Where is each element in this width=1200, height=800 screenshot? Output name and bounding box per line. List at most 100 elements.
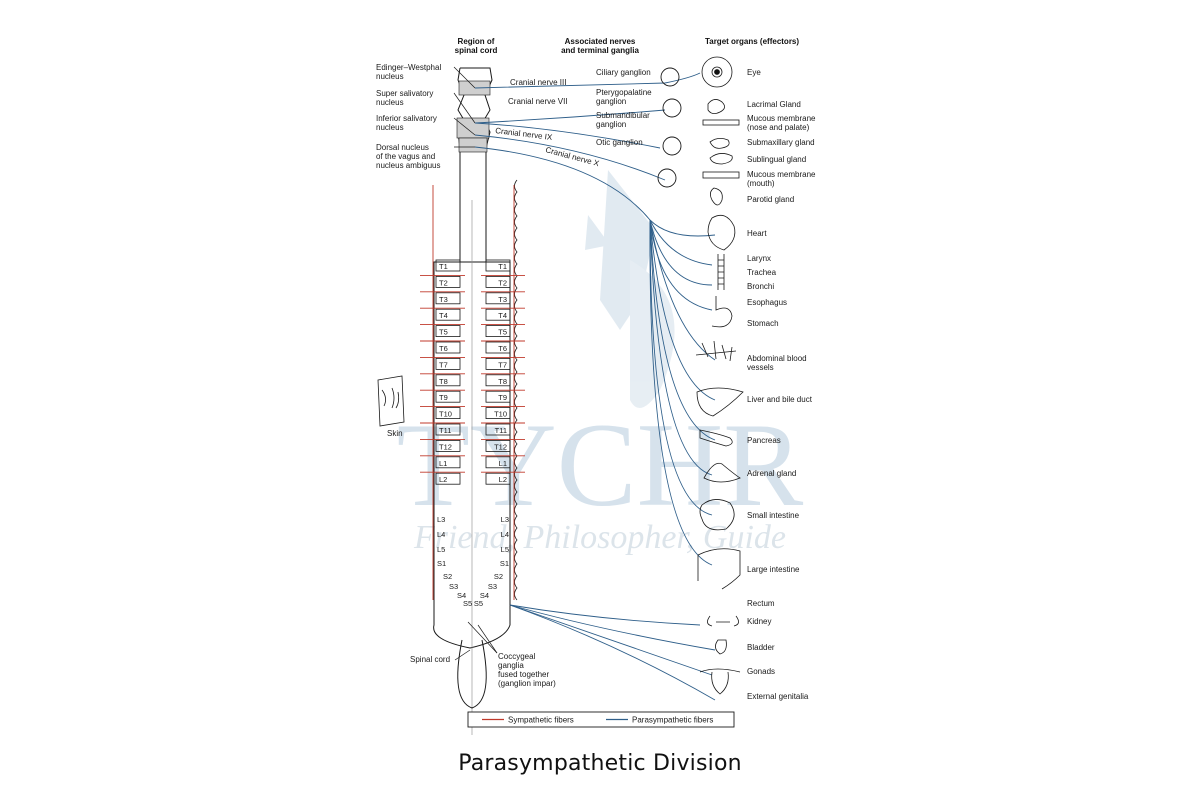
segment-label-left: L5 (437, 545, 445, 554)
legend-parasympathetic-label: Parasympathetic fibers (632, 716, 713, 725)
target-organ-label: Lacrimal Gland (747, 100, 801, 109)
skin-label: Skin (387, 429, 403, 438)
target-organ-label: Gonads (747, 667, 775, 676)
mucous-membrane-nose-icon (702, 119, 740, 126)
ganglion-label: Otic ganglion (596, 138, 643, 147)
liver-icon (696, 387, 744, 417)
segment-label-left: L3 (437, 515, 445, 524)
segment-label-right: T2 (498, 278, 507, 287)
target-organ-label: Bladder (747, 643, 775, 652)
segment-label-right: T10 (494, 410, 507, 419)
target-organ-label: Liver and bile duct (747, 395, 813, 404)
target-organ-label: Pancreas (747, 436, 781, 445)
segment-label-left: S4 (457, 591, 466, 600)
cranial-nerve-label: Cranial nerve IX (495, 126, 554, 142)
kidney-icon (707, 615, 739, 627)
watermark-logo-icon (585, 170, 675, 408)
target-organ-label: Mucous membrane(nose and palate) (747, 114, 816, 132)
nucleus-pointer (453, 117, 476, 136)
legend: Sympathetic fibers Parasympathetic fiber… (467, 711, 735, 728)
segment-label-right: T1 (498, 262, 507, 271)
segment-label-left: T1 (439, 262, 448, 271)
target-organ-label: Sublingual gland (747, 155, 806, 164)
adrenal-gland-icon (703, 462, 741, 483)
segment-label-right: L2 (499, 475, 507, 484)
target-organ-label: Larynx (747, 254, 771, 263)
segment-label-left: T11 (439, 426, 451, 435)
segment-label-right: S3 (488, 582, 497, 591)
segment-box-left (435, 374, 461, 387)
segment-label-right: T12 (494, 442, 507, 451)
target-organ-label: Kidney (747, 617, 771, 626)
segment-label-right: T5 (498, 328, 507, 337)
segment-label-left: T10 (439, 410, 452, 419)
segment-label-left: T5 (439, 328, 448, 337)
segment-box-left (435, 407, 461, 420)
watermark-tagline: Friend, Philosopher, Guide (413, 519, 786, 556)
bladder-icon (715, 639, 727, 655)
mucous-membrane-mouth-icon (702, 171, 740, 179)
skin-icon (377, 375, 405, 427)
segment-box-right (485, 390, 511, 403)
target-organ-label: Heart (747, 229, 767, 238)
segment-label-left: S1 (437, 559, 446, 568)
segment-box-left (435, 472, 461, 485)
segment-label-left: S3 (449, 582, 458, 591)
segment-box-left (435, 341, 461, 354)
cranial-nerve-label: Cranial nerve X (544, 145, 600, 168)
segment-box-left (435, 439, 461, 452)
segment-box-left (435, 325, 461, 338)
large-intestine-icon (697, 548, 741, 590)
segment-box-right (485, 357, 511, 370)
nucleus-band-vagus (458, 137, 488, 153)
segment-box-right (485, 423, 511, 436)
segment-box-right (485, 259, 511, 272)
organ-illustrations (695, 56, 744, 695)
target-organ-label: Stomach (747, 319, 779, 328)
target-organ-label: Rectum (747, 599, 775, 608)
segment-label-left: L1 (439, 459, 447, 468)
target-organ-label: Parotid gland (747, 195, 794, 204)
segment-box-right (485, 456, 511, 469)
ganglion-label: Ciliary ganglion (596, 68, 651, 77)
segment-label-right: T6 (498, 344, 507, 353)
segment-label-left: L2 (439, 475, 447, 484)
nucleus-pointer (453, 66, 476, 89)
figure-caption: Parasympathetic Division (458, 751, 742, 776)
segment-box-right (485, 439, 511, 452)
cranial-nerve-label: Cranial nerve VII (508, 97, 568, 106)
segment-label-right: S5 (474, 599, 483, 608)
submandibular-ganglion-icon (657, 168, 677, 188)
segment-box-left (435, 456, 461, 469)
segment-label-right: T9 (498, 393, 507, 402)
segment-box-right (485, 308, 511, 321)
legend-sympathetic-label: Sympathetic fibers (508, 716, 574, 725)
segment-label-left: T7 (439, 360, 448, 369)
segment-label-left: T6 (439, 344, 448, 353)
target-organ-label: Mucous membrane(mouth) (747, 170, 816, 188)
segment-label-right: T7 (498, 360, 507, 369)
nucleus-pointer (453, 92, 476, 124)
ciliary-ganglion-icon (660, 67, 680, 87)
segment-box-left (435, 390, 461, 403)
target-organ-label: Trachea (747, 268, 777, 277)
trachea-icon (717, 254, 725, 290)
submaxillary-gland-icon (709, 138, 730, 149)
gonads-icon (699, 668, 741, 695)
small-intestine-icon (699, 499, 735, 531)
nucleus-band-salivatory (456, 117, 490, 139)
segment-label-right: T11 (495, 426, 507, 435)
